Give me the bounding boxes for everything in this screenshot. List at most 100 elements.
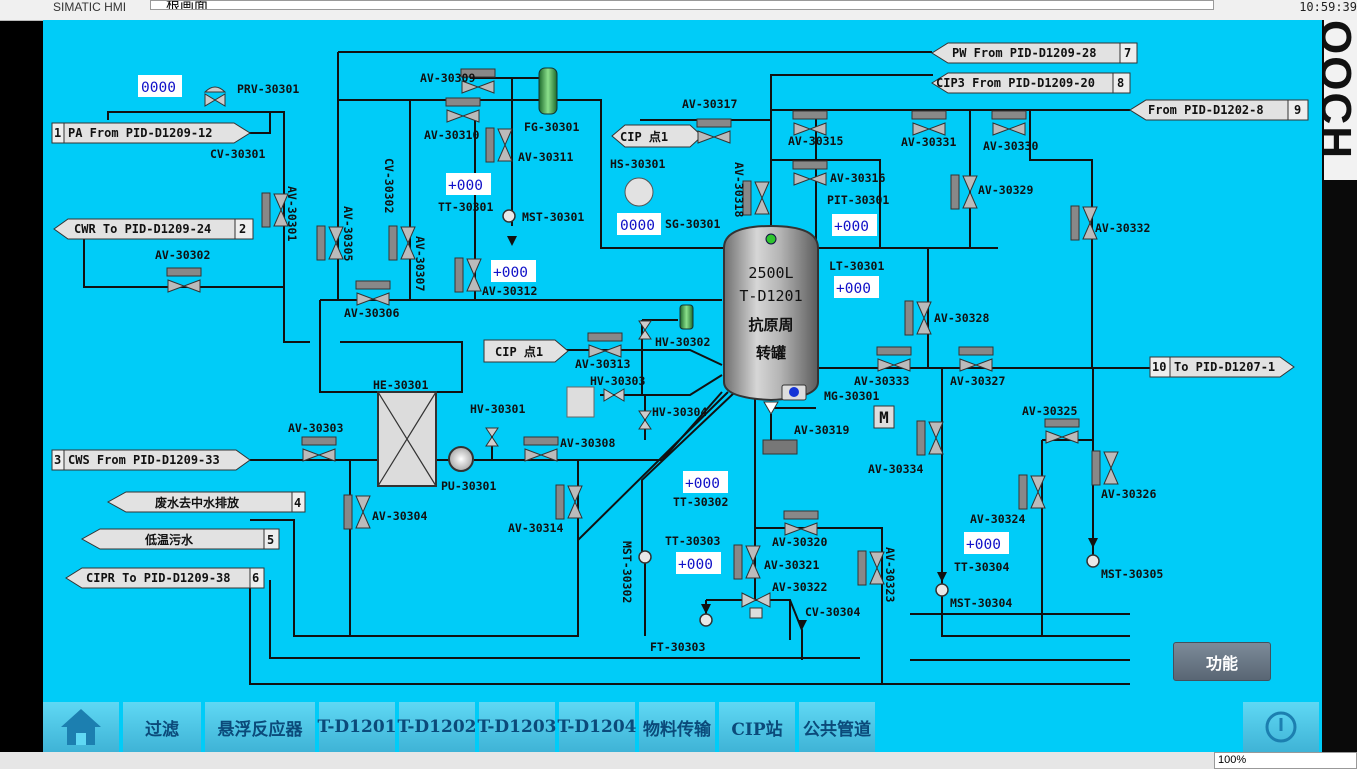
hand-valve-0-icon[interactable] [485,427,499,447]
value-tt30303[interactable]: +000 [676,552,721,574]
svg-text:AV-30309: AV-30309 [420,71,475,85]
svg-text:AV-30326: AV-30326 [1101,487,1156,501]
valve-v-11-icon[interactable] [950,174,978,210]
home-button[interactable] [43,702,121,752]
valve-h-7-icon[interactable] [696,118,732,144]
filter-fg30301-icon[interactable] [538,67,694,330]
valve-h-4-icon[interactable] [460,68,496,94]
port-6[interactable]: CIPR To PID-D1209-38 6 [65,567,265,589]
motor-icon[interactable]: M [873,405,895,429]
valve-v-14-icon[interactable] [1091,450,1119,486]
svg-text:+000: +000 [678,557,713,573]
valve-h-9-icon[interactable] [792,160,828,186]
valve-v-0-icon[interactable] [261,192,289,228]
valve-v-4-icon[interactable] [485,127,513,163]
port-2[interactable]: CWR To PID-D1209-24 2 [53,218,254,240]
svg-text:3: 3 [54,453,61,467]
valve-v-13-icon[interactable] [1070,205,1098,241]
valve-h-2-icon[interactable] [355,280,391,306]
valve-v-6-icon[interactable] [742,180,770,216]
valve-h-13-icon[interactable] [958,346,994,372]
valve-v-1-icon[interactable] [316,225,344,261]
function-button[interactable]: 功能 [1173,642,1271,681]
nav-t-d1202[interactable]: T-D1202 [398,702,477,752]
hand-valve-h-1-icon[interactable] [204,93,226,107]
valve-h-6-icon[interactable] [587,332,623,358]
valve-h-14-icon[interactable] [1044,418,1080,444]
valve-h-1-icon[interactable] [301,436,337,462]
nav-t-d1203[interactable]: T-D1203 [478,702,557,752]
nav-t-d1201[interactable]: T-D1201 [318,702,397,752]
flow-arrows [507,236,1098,630]
hv30303-box[interactable] [566,386,595,418]
valve-v-8-icon[interactable] [857,550,885,586]
valve-h-12-icon[interactable] [876,346,912,372]
horizontal-valves[interactable] [166,68,1080,536]
value-lt[interactable]: +000 [834,276,879,298]
heat-exchanger-he30301[interactable] [377,391,437,487]
svg-text:HE-30301: HE-30301 [373,378,428,392]
valve-v-10-icon[interactable] [916,420,944,456]
cip-point-lower[interactable]: CIP 点1 [483,339,569,363]
vertical-valves[interactable] [203,86,1119,619]
port-8[interactable]: CIP3 From PID-D1209-20 8 [931,72,1131,94]
hand-valve-1-icon[interactable] [638,320,652,340]
svg-text:MST-30302: MST-30302 [620,541,634,603]
valve-h-15-icon[interactable] [783,510,819,536]
tank-volume: 2500L [748,264,793,282]
title-bar: SIMATIC HMI 根画面 10:59:39 [0,0,1357,21]
svg-text:AV-30312: AV-30312 [482,284,537,298]
tank-t-d1201[interactable]: 2500L T-D1201 抗原周 转罐 [723,224,819,455]
value-pit[interactable]: +000 [832,214,877,236]
valve-v-15-icon[interactable] [343,494,371,530]
valve-h-10-icon[interactable] [911,110,947,136]
value-av30312[interactable]: +000 [491,260,536,282]
nav-public-pipe[interactable]: 公共管道 [799,702,877,752]
svg-text:10: 10 [1152,360,1166,374]
power-button[interactable] [1243,702,1321,752]
value-tt30304[interactable]: +000 [964,532,1009,554]
valve-v-7-icon[interactable] [733,544,761,580]
nav-filter[interactable]: 过滤 [123,702,203,752]
port-3[interactable]: 3 CWS From PID-D1209-33 [51,449,251,471]
port-1[interactable]: 1 PA From PID-D1209-12 [51,122,251,144]
hand-valve-2-icon[interactable] [638,410,652,430]
svg-text:+000: +000 [836,281,871,297]
port-5[interactable]: 低温污水 5 [80,528,280,550]
svg-text:AV-30331: AV-30331 [901,135,956,149]
nav-material-transfer[interactable]: 物料传输 [639,702,717,752]
valve-h-3-icon[interactable] [445,97,481,123]
three-way-valve-icon[interactable] [741,592,771,619]
mst30304-icon [935,583,949,597]
svg-text:FG-30301: FG-30301 [524,120,579,134]
nav-suspension-reactor[interactable]: 悬浮反应器 [205,702,317,752]
port-9[interactable]: From PID-D1202-8 9 [1129,99,1309,121]
tank-top-indicator-icon [765,233,777,245]
sensors [502,209,1100,627]
hs30301-icon[interactable] [624,177,654,207]
valve-h-11-icon[interactable] [991,110,1027,136]
value-tt30302[interactable]: +000 [683,471,728,493]
valve-v-12-icon[interactable] [1018,474,1046,510]
valve-v-9-icon[interactable] [904,300,932,336]
value-sg[interactable]: 0000 [617,213,661,235]
valve-h-5-icon[interactable] [523,436,559,462]
valve-h-0-icon[interactable] [166,267,202,293]
pump-pu30301-icon[interactable] [448,446,474,472]
app-name: SIMATIC HMI [53,0,127,14]
nav-cip-station[interactable]: CIP站 [719,702,797,752]
valve-v-3-icon[interactable] [454,257,482,293]
svg-text:HV-30302: HV-30302 [655,335,710,349]
nav-t-d1204[interactable]: T-D1204 [558,702,637,752]
cip-point-upper[interactable]: CIP 点1 [611,124,703,148]
port-4[interactable]: 废水去中水排放 4 [106,491,306,513]
value-prv[interactable]: 0000 [138,75,182,97]
valve-v-5-icon[interactable] [555,484,583,520]
port-10[interactable]: 10 To PID-D1207-1 [1149,356,1295,378]
hand-valve-h-0-icon[interactable] [603,388,625,402]
value-tt30301[interactable]: +000 [446,173,491,195]
port-7[interactable]: PW From PID-D1209-28 7 [931,42,1138,64]
valve-h-8-icon[interactable] [792,110,828,136]
svg-text:AV-30319: AV-30319 [794,423,849,437]
valve-v-2-icon[interactable] [388,225,416,261]
